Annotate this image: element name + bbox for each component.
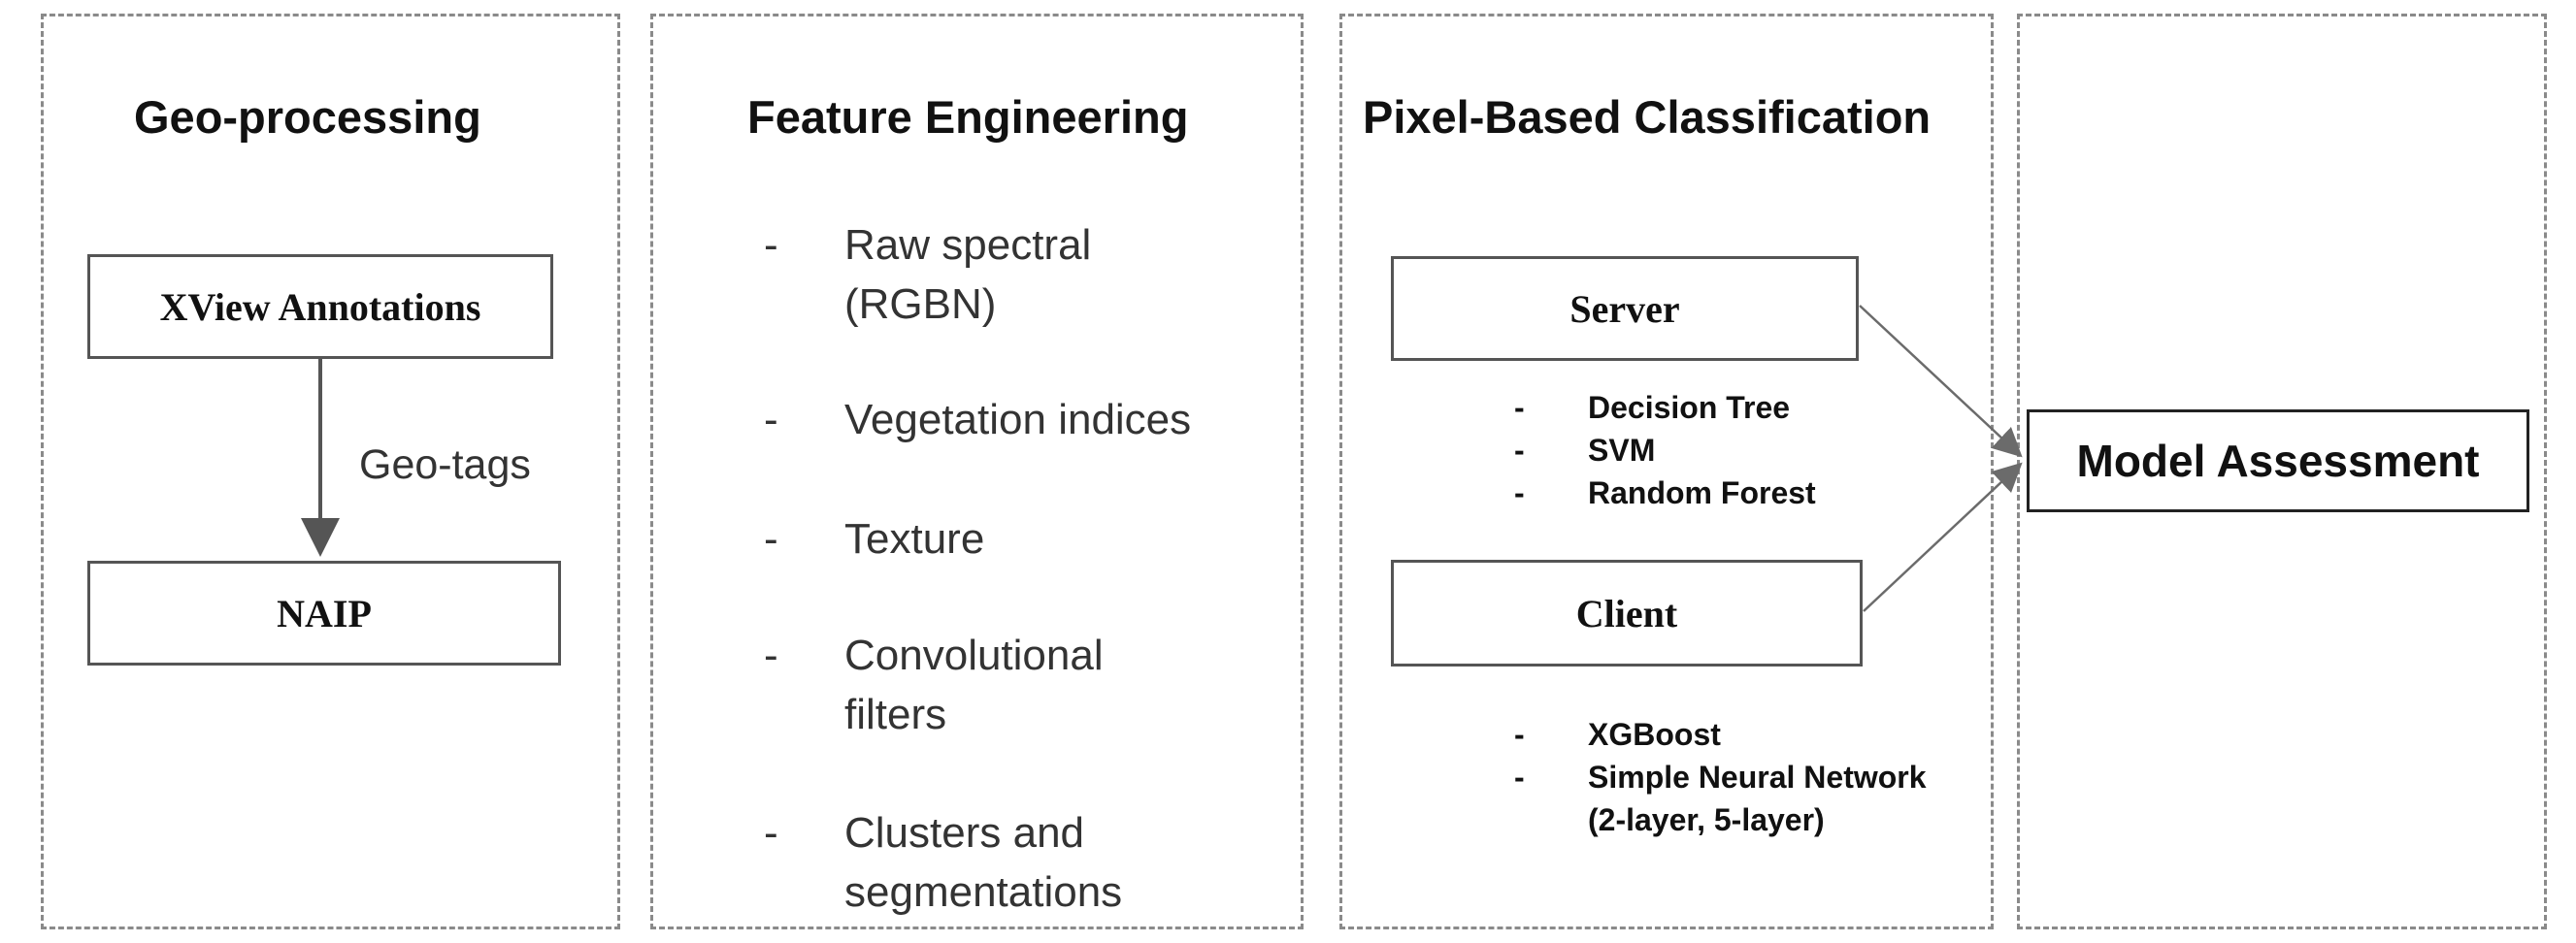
- feature-item-clusters-segmentations: Clusters and segmentations: [844, 803, 1122, 922]
- feature-item-line: segmentations: [844, 868, 1123, 916]
- list-item: (2-layer, 5-layer): [1514, 798, 1927, 841]
- feature-engineering-title: Feature Engineering: [747, 91, 1189, 143]
- feature-bullet: -: [764, 396, 778, 443]
- xview-annotations-label: XView Annotations: [159, 284, 481, 329]
- xview-annotations-box: XView Annotations: [87, 254, 553, 359]
- pixel-classification-title: Pixel-Based Classification: [1363, 91, 1932, 143]
- model-name: (2-layer, 5-layer): [1588, 802, 1825, 837]
- list-item: - Simple Neural Network: [1514, 756, 1927, 798]
- list-bullet: -: [1514, 760, 1525, 795]
- client-label: Client: [1575, 591, 1678, 635]
- list-item: - SVM: [1514, 429, 1816, 472]
- geo-tags-label: Geo-tags: [359, 441, 531, 488]
- client-box: Client: [1391, 560, 1863, 667]
- feature-item-texture: Texture: [844, 509, 984, 569]
- feature-item-line: Raw spectral: [844, 221, 1092, 269]
- list-bullet: -: [1514, 433, 1525, 468]
- list-bullet: -: [1514, 475, 1525, 510]
- feature-bullet: -: [764, 221, 778, 269]
- geo-processing-panel: [41, 14, 620, 929]
- feature-engineering-panel: [650, 14, 1304, 929]
- model-name: Decision Tree: [1588, 390, 1791, 425]
- feature-item-line: (RGBN): [844, 280, 997, 328]
- feature-item-line: Texture: [844, 515, 985, 563]
- model-name: Random Forest: [1588, 475, 1816, 510]
- feature-bullet: -: [764, 515, 778, 563]
- feature-item-line: filters: [844, 691, 947, 738]
- feature-item-convolutional-filters: Convolutional filters: [844, 626, 1104, 744]
- model-assessment-label: Model Assessment: [2076, 436, 2480, 486]
- client-model-list: - XGBoost - Simple Neural Network (2-lay…: [1514, 713, 1927, 841]
- feature-item-line: Clusters and: [844, 809, 1085, 857]
- naip-label: NAIP: [277, 591, 372, 635]
- feature-bullet: -: [764, 632, 778, 679]
- model-name: Simple Neural Network: [1588, 760, 1927, 795]
- feature-item-vegetation-indices: Vegetation indices: [844, 390, 1191, 449]
- list-item: - Random Forest: [1514, 472, 1816, 514]
- server-model-list: - Decision Tree - SVM - Random Forest: [1514, 386, 1816, 514]
- feature-item-line: Vegetation indices: [844, 396, 1192, 443]
- list-bullet: -: [1514, 390, 1525, 425]
- list-bullet: -: [1514, 717, 1525, 752]
- feature-bullet: -: [764, 809, 778, 857]
- model-assessment-box: Model Assessment: [2027, 409, 2529, 512]
- model-name: SVM: [1588, 433, 1656, 468]
- feature-item-raw-spectral: Raw spectral (RGBN): [844, 215, 1091, 334]
- server-label: Server: [1569, 286, 1680, 331]
- feature-item-line: Convolutional: [844, 632, 1104, 679]
- server-box: Server: [1391, 256, 1859, 361]
- list-item: - Decision Tree: [1514, 386, 1816, 429]
- naip-box: NAIP: [87, 561, 561, 666]
- model-name: XGBoost: [1588, 717, 1721, 752]
- list-item: - XGBoost: [1514, 713, 1927, 756]
- geo-processing-title: Geo-processing: [134, 91, 481, 143]
